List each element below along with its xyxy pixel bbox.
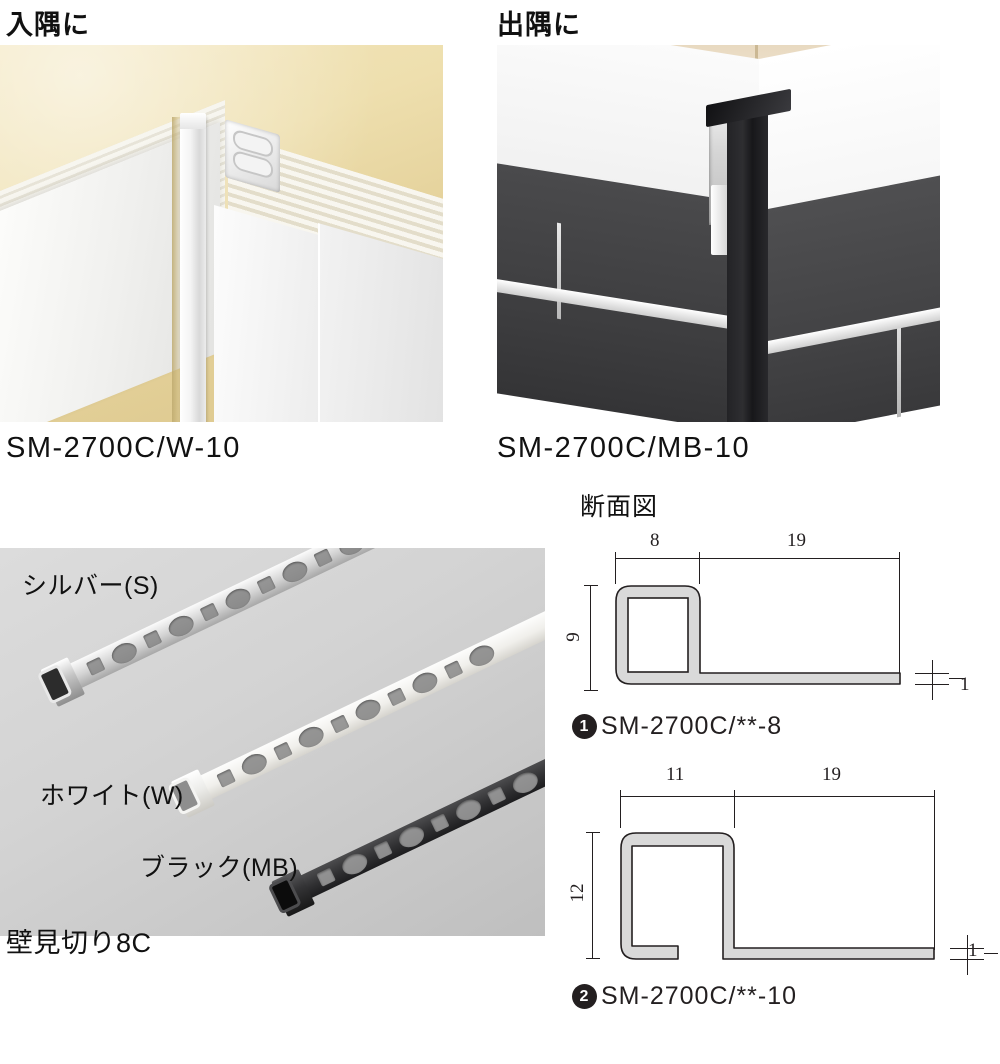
dim-cap-height-top-10 [586, 832, 600, 833]
thickness-line-top-8 [915, 673, 949, 674]
right-wall-panel-second [318, 223, 443, 422]
caption-outside-corner: SM-2700C/MB-10 [497, 432, 751, 464]
thickness-tick-8 [932, 660, 933, 700]
dim-line-height-10 [592, 832, 593, 959]
dim-cap-height-bot-10 [586, 958, 600, 959]
dim-line-top-8 [615, 558, 900, 559]
black-perforations [315, 768, 541, 889]
panel-seam-right [897, 316, 901, 418]
profile-shape-8 [615, 585, 901, 685]
inside-corner-installation-photo [0, 45, 443, 422]
profile-label-8: 1 SM-2700C/**-8 [572, 712, 782, 741]
cross-section-drawing-10: 11 19 12 1 [560, 760, 1000, 975]
dim-cap-height-bot-8 [584, 690, 598, 691]
white-corner-trim [180, 117, 206, 422]
color-label-white: ホワイト(W) [40, 782, 184, 810]
dim-line-height-8 [590, 585, 591, 691]
scene-heading-outside-corner: 出隅に [497, 10, 581, 40]
color-label-silver: シルバー(S) [22, 572, 159, 600]
badge-number-2: 2 [572, 984, 597, 1009]
profile-code-10: SM-2700C/**-10 [601, 982, 798, 1010]
profile-label-10: 2 SM-2700C/**-10 [572, 982, 797, 1011]
profile-shape-10 [620, 832, 935, 960]
caption-wall-trim-series: 壁見切り8C [6, 928, 152, 958]
dim-thickness-8: 1 [960, 674, 970, 695]
dim-tick-left-10 [620, 790, 621, 828]
badge-number-1: 1 [572, 714, 597, 739]
thickness-leader-8 [949, 678, 965, 679]
black-corner-trim [727, 105, 768, 422]
thickness-leader-10 [984, 953, 998, 954]
scene-heading-inside-corner: 入隅に [6, 10, 90, 40]
thickness-line-bot-10 [950, 959, 984, 960]
panel-seam-left [557, 222, 561, 320]
dim-cap-height-top-8 [584, 585, 598, 586]
outside-corner-installation-photo [497, 45, 940, 422]
caption-inside-corner: SM-2700C/W-10 [6, 432, 241, 464]
dim-tick-mid-10 [734, 790, 735, 828]
dim-line-top-10 [620, 796, 935, 797]
dim-top-left-10: 11 [666, 764, 685, 785]
cross-section-heading: 断面図 [580, 493, 659, 521]
thickness-line-bot-8 [915, 684, 949, 685]
profile-code-8: SM-2700C/**-8 [601, 712, 783, 740]
color-label-black: ブラック(MB) [140, 854, 299, 882]
dim-tick-left-8 [615, 552, 616, 584]
white-perforations [215, 641, 498, 790]
thickness-line-top-10 [950, 948, 984, 949]
thickness-tick-10 [967, 935, 968, 975]
dim-top-left-8: 8 [650, 530, 660, 551]
dim-tick-right-10 [934, 790, 935, 950]
color-variants-photo: シルバー(S) ホワイト(W) ブラック(MB) [0, 548, 545, 936]
trim-end-cap [180, 113, 206, 129]
trim-clip-white [711, 185, 729, 255]
dim-top-right-10: 19 [822, 764, 841, 785]
dim-top-right-8: 19 [787, 530, 806, 551]
trim-shadow [172, 117, 181, 422]
dim-thickness-10: 1 [968, 940, 978, 961]
dim-tick-mid-8 [699, 552, 700, 584]
lower-panel-right [747, 171, 940, 422]
dim-tick-right-8 [899, 552, 900, 684]
cross-section-drawing-8: 8 19 9 1 [560, 528, 1000, 708]
